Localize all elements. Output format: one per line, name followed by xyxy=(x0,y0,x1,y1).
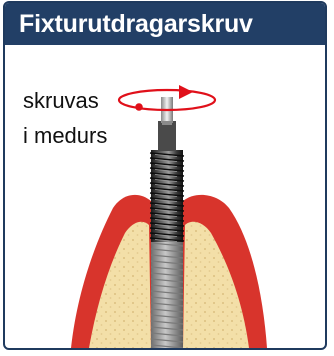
caption-line-2: i medurs xyxy=(23,123,107,149)
caption-line-1: skruvas xyxy=(23,88,99,114)
extractor-screw xyxy=(150,97,184,242)
implant-fixture xyxy=(151,235,183,348)
implant-illustration xyxy=(5,3,325,348)
diagram-card: Fixturutdragarskruv xyxy=(3,1,327,350)
